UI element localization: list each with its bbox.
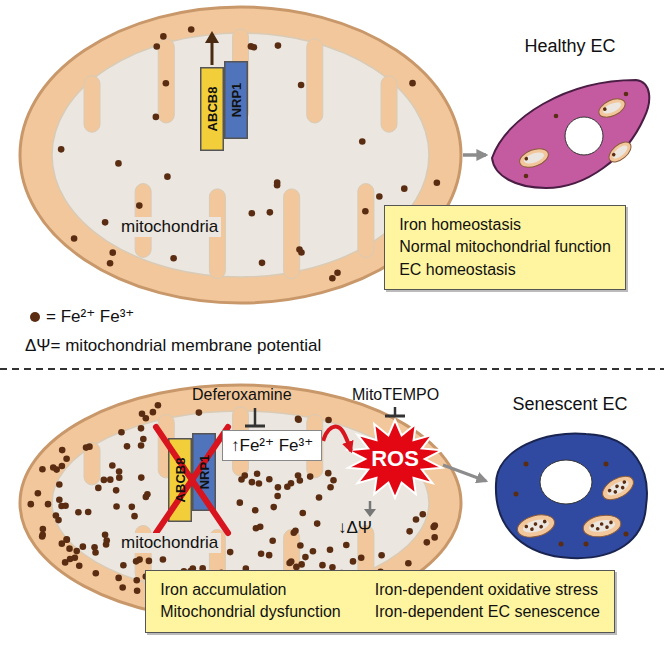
iron-label: ↑Fe²⁺ Fe³⁺ [231, 435, 313, 456]
dashed-divider [0, 368, 664, 370]
iron-box: ↑Fe²⁺ Fe³⁺ [222, 430, 322, 461]
cristae [84, 407, 397, 597]
cell-body [486, 36, 654, 196]
curved-arrow [323, 427, 351, 451]
cristae [84, 29, 397, 279]
symbol-note: ΔΨ= mitochondrial membrane potential [25, 336, 321, 356]
drug-label: Deferoxamine [192, 386, 292, 404]
iron-dots [58, 26, 440, 281]
summary-box: Iron homeostasisNormal mitochondrial fun… [384, 205, 626, 290]
summary-text: Normal mitochondrial function [399, 236, 611, 258]
membrane-protein: NRP1 [224, 61, 248, 139]
summary-text: Iron accumulation [160, 579, 341, 601]
summary-box: Iron accumulation Iron-dependent oxidativ… [145, 570, 615, 633]
ros-starburst: ROS [345, 418, 445, 500]
drug-label: MitoTEMPO [352, 386, 439, 404]
protein-label: ABCB8 [206, 87, 219, 132]
crista-fold [381, 76, 397, 132]
summary-text: EC homeostasis [399, 259, 611, 281]
crista-fold [84, 76, 100, 132]
summary-text: Iron homeostasis [399, 214, 611, 236]
endothelial-cell: Senescent EC [486, 394, 654, 562]
protein-label: NRP1 [198, 455, 211, 490]
organelle-label: mitochondria [118, 533, 221, 553]
flow-arrow [443, 465, 486, 481]
summary-text: Mitochondrial dysfunction [160, 601, 341, 623]
crista-fold [284, 189, 300, 279]
protein-label: ABCB8 [174, 458, 187, 503]
organelle-label: mitochondria [118, 217, 221, 237]
effect-label: ↓ΔΨ [338, 518, 372, 538]
summary-text: Iron-dependent EC senescence [375, 601, 600, 623]
legend-text: = Fe²⁺ Fe³⁺ [46, 306, 134, 327]
efflux-arrow [205, 31, 219, 65]
membrane-protein: ABCB8 [200, 67, 224, 151]
crista-fold [307, 39, 323, 123]
ros-label: ROS [371, 446, 419, 472]
legend-entry: = Fe²⁺ Fe³⁺ [30, 306, 134, 327]
matrix [52, 33, 429, 277]
iron-dot-swatch [30, 312, 40, 322]
crista-fold [358, 184, 374, 258]
protein-label: NRP1 [230, 83, 243, 118]
flow-arrow [463, 153, 486, 157]
summary-text: Iron-dependent oxidative stress [375, 579, 600, 601]
cell-body [486, 394, 654, 562]
cell-label: Healthy EC [486, 36, 654, 57]
crista-fold [158, 39, 174, 123]
cell-label: Senescent EC [486, 394, 654, 415]
endothelial-cell: Healthy EC [486, 36, 654, 196]
